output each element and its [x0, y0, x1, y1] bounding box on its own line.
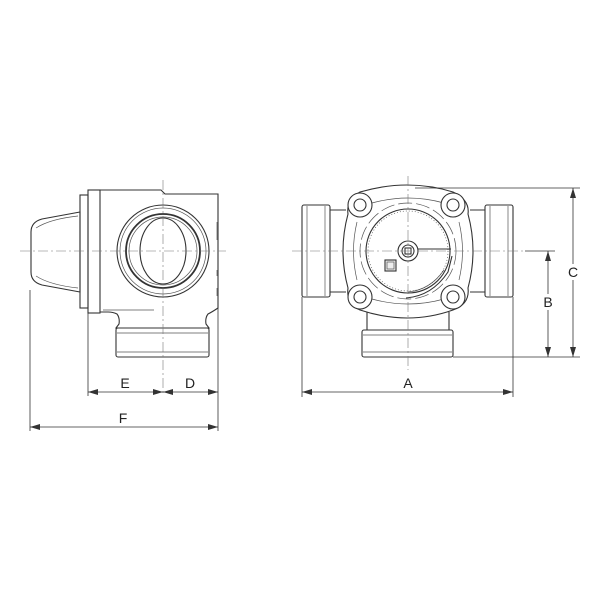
flange-plate: [87, 189, 101, 314]
scale-arc: [405, 255, 453, 299]
bottom-port-side: [115, 327, 210, 358]
valve-body-side: [100, 189, 219, 329]
dimension-label-f: F: [119, 410, 128, 426]
logo-badge: [384, 259, 397, 272]
dimension-label-b: B: [543, 294, 552, 310]
dimension-label-d: D: [185, 375, 195, 391]
dimension-label-c: C: [568, 264, 578, 280]
dimension-label-e: E: [120, 375, 129, 391]
bolt-bosses: [347, 192, 466, 310]
dimension-label-a: A: [403, 375, 413, 391]
actuator-knob: [30, 211, 81, 293]
mounting-plate: [79, 194, 89, 309]
bottom-port: [361, 329, 454, 358]
bolt-icon: [347, 284, 373, 310]
front-view: [292, 176, 525, 370]
bolt-icon: [440, 284, 466, 310]
bolt-icon: [347, 192, 373, 218]
side-dimensions: E D F: [29, 290, 219, 431]
front-dimensions: A B C: [301, 187, 580, 397]
side-view: [20, 180, 226, 395]
bolt-icon: [440, 192, 466, 218]
